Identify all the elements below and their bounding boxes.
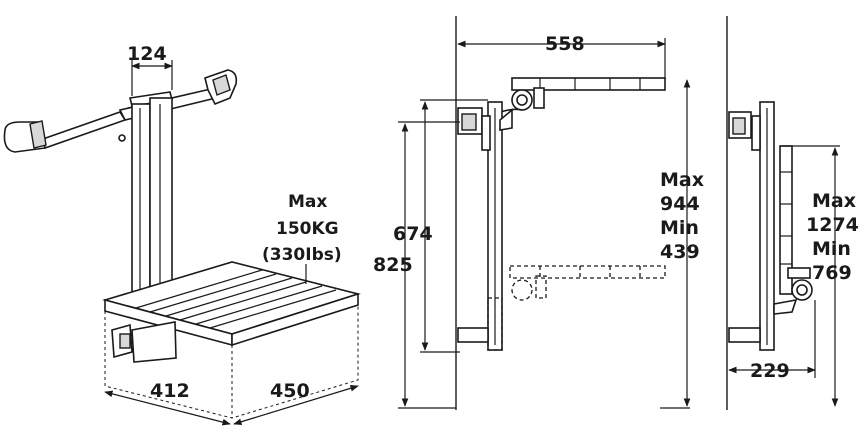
adj-max-value-open: 944	[660, 193, 700, 215]
foot-folded	[728, 327, 761, 343]
dim-depth: 412	[150, 380, 190, 402]
adj-max-value-folded: 1274	[806, 214, 859, 236]
adj-min-value-open: 439	[660, 241, 700, 263]
adj-max-label-open: Max	[660, 169, 704, 191]
adj-min-label-open: Min	[660, 217, 699, 239]
dim-seat-height: 674	[393, 223, 433, 245]
load-label-max: Max	[288, 192, 327, 212]
dim-projection: 558	[545, 33, 585, 55]
side-view-open: 558	[373, 16, 704, 410]
dim-412-450	[104, 385, 359, 426]
isometric-seat-view: 124 412 450	[3, 43, 361, 426]
dim-124	[131, 60, 173, 96]
dim-width: 450	[270, 380, 310, 402]
upper-rail-open	[499, 77, 666, 113]
dim-total-height: 825	[373, 254, 413, 276]
adj-min-label-folded: Min	[812, 238, 851, 260]
foot-open	[457, 327, 489, 343]
wall-post	[129, 91, 173, 295]
side-view-folded: 229 Max 1274 Min 769	[726, 16, 859, 410]
column-open	[457, 101, 513, 351]
adj-min-value-folded: 769	[812, 262, 852, 284]
dim-rail-spacing: 124	[127, 43, 167, 65]
seat	[102, 261, 361, 419]
adj-max-label-folded: Max	[812, 190, 856, 212]
seat-dashed-open	[487, 265, 666, 351]
column-folded	[728, 101, 775, 351]
dim-folded-depth: 229	[750, 360, 790, 382]
load-label-lbs: (330Ibs)	[262, 245, 342, 265]
load-label-value: 150KG	[276, 219, 339, 239]
grab-rail	[3, 69, 238, 153]
